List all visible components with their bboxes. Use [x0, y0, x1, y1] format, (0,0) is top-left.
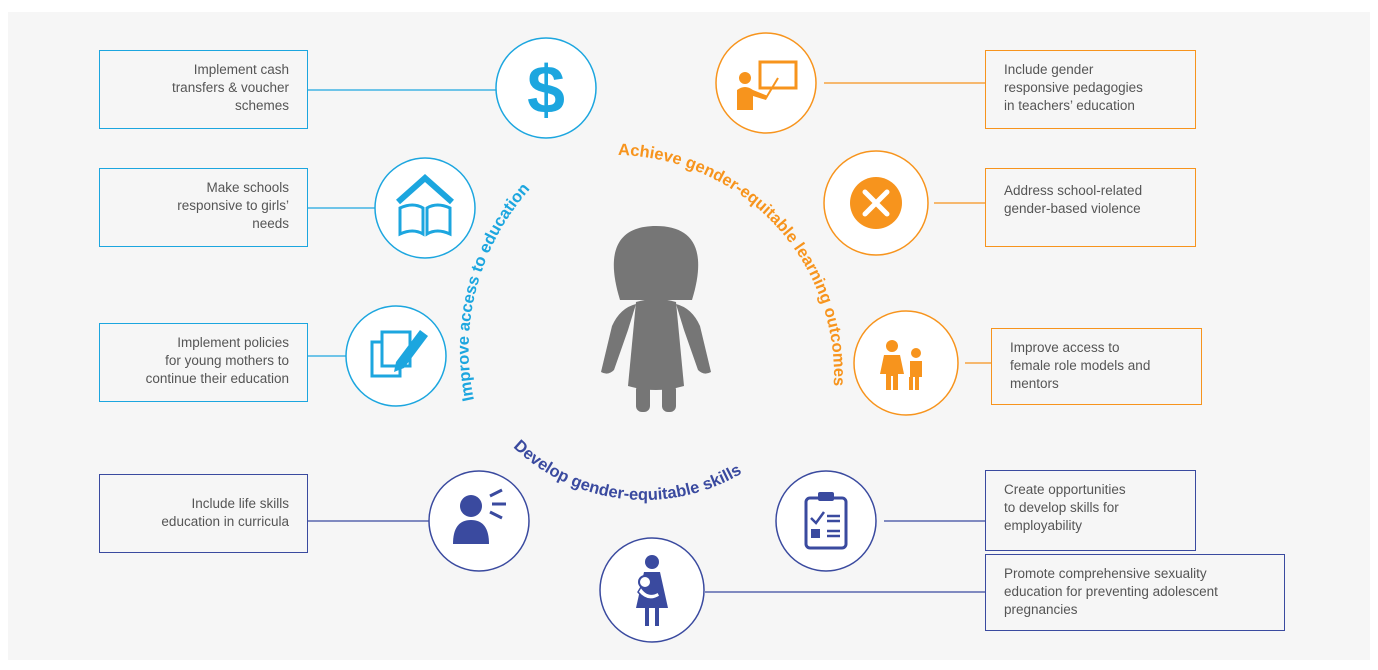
box-life-skills: Include life skills education in curricu… — [99, 474, 308, 553]
box-mothers-line-3: continue their education — [145, 371, 289, 386]
box-role-models-line-3: mentors — [1010, 376, 1059, 391]
teacher-board-icon — [715, 32, 817, 134]
box-violence-line-2: gender-based violence — [1004, 201, 1141, 216]
box-schools-line-2: responsive to girls’ — [177, 198, 289, 213]
arc-label-skills: Develop gender-equitable skills — [510, 437, 744, 504]
box-life-skills-line-2: education in curricula — [161, 514, 289, 529]
box-pedagogies-line-2: responsive pedagogies — [1004, 80, 1143, 95]
box-mothers: Implement policies for young mothers to … — [99, 323, 308, 402]
box-employability-line-2: to develop skills for — [1004, 500, 1119, 515]
box-employability-line-1: Create opportunities — [1004, 482, 1126, 497]
box-employability-line-3: employability — [1004, 518, 1083, 533]
girl-with-baby-icon — [599, 537, 705, 643]
box-sexuality-line-2: education for preventing adolescent — [1004, 584, 1218, 599]
box-schools: Make schools responsive to girls’ needs — [99, 168, 308, 247]
box-cash-line-2: transfers & voucher — [171, 80, 289, 95]
cross-mark-icon — [823, 150, 929, 256]
box-cash: Implement cash transfers & voucher schem… — [99, 50, 308, 129]
box-role-models: Improve access to female role models and… — [991, 328, 1202, 405]
box-cash-line-3: schemes — [234, 98, 289, 113]
box-mothers-line-1: Implement policies — [177, 335, 289, 350]
box-cash-line-1: Implement cash — [193, 62, 289, 77]
box-employability: Create opportunities to develop skills f… — [985, 470, 1196, 551]
box-life-skills-line-1: Include life skills — [191, 496, 289, 511]
box-schools-line-1: Make schools — [206, 180, 289, 195]
box-violence: Address school-related gender-based viol… — [985, 168, 1196, 247]
diagram-graphics: Improve access to education Achieve gend… — [308, 32, 991, 643]
clipboard-checklist-icon — [775, 470, 877, 572]
document-pencil-icon — [345, 305, 447, 407]
box-role-models-line-2: female role models and — [1010, 358, 1151, 373]
school-book-icon — [374, 157, 476, 259]
box-schools-line-3: needs — [252, 216, 289, 231]
speaking-person-icon — [428, 470, 530, 572]
box-sexuality-line-3: pregnancies — [1004, 602, 1078, 617]
svg-text:$: $ — [527, 52, 565, 128]
connector-lines — [308, 82, 991, 593]
box-mothers-line-2: for young mothers to — [165, 353, 289, 368]
mother-child-icon — [853, 310, 959, 416]
box-sexuality: Promote comprehensive sexuality educatio… — [985, 554, 1285, 631]
box-pedagogies-line-1: Include gender — [1004, 62, 1094, 77]
box-role-models-line-1: Improve access to — [1010, 340, 1120, 355]
box-violence-line-1: Address school-related — [1004, 183, 1143, 198]
infographic-canvas: Improve access to education Achieve gend… — [8, 12, 1370, 660]
dollar-icon: $ — [495, 37, 597, 139]
girl-figure-icon — [601, 226, 711, 412]
box-sexuality-line-1: Promote comprehensive sexuality — [1004, 566, 1207, 581]
box-pedagogies-line-3: in teachers’ education — [1004, 98, 1135, 113]
box-pedagogies: Include gender responsive pedagogies in … — [985, 50, 1196, 129]
